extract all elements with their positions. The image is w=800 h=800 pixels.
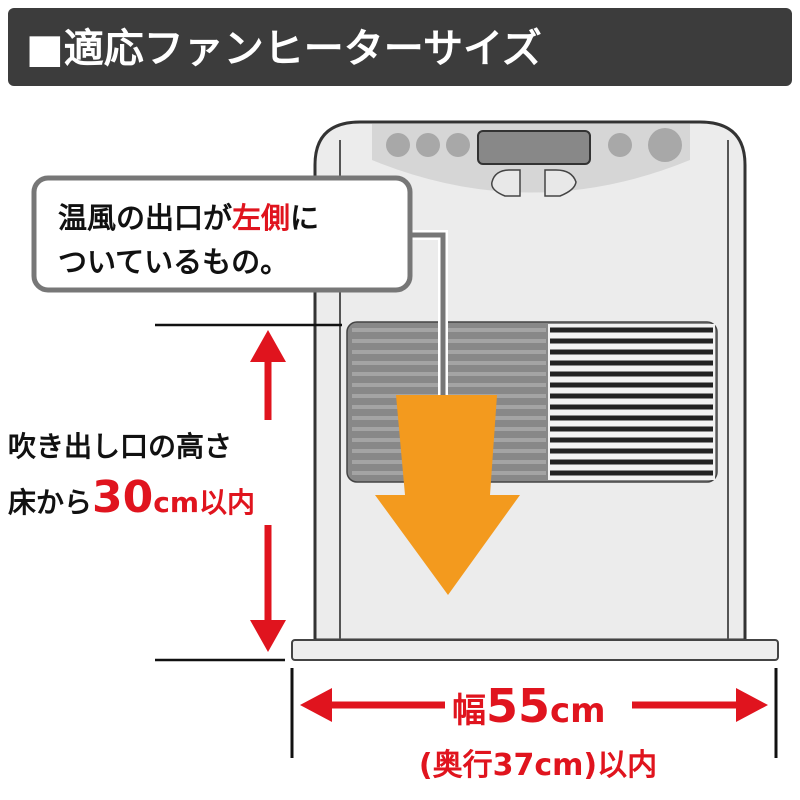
heater-base — [291, 639, 779, 661]
height-value: 30 — [92, 472, 153, 523]
height-unit: cm以内 — [153, 486, 255, 519]
arrow-right-icon — [736, 688, 768, 722]
svg-text:床から30cm以内: 床から30cm以内 — [8, 472, 255, 523]
callout-text: 温風の出口が — [58, 201, 232, 235]
control-button-icon — [416, 133, 440, 157]
control-button-icon — [446, 133, 470, 157]
right-button-icon — [544, 169, 577, 197]
width-dimension: 幅55cm (奥行37cm)以内 — [290, 668, 778, 783]
control-button-icon — [648, 128, 682, 162]
svg-text:幅55cm: 幅55cm — [452, 679, 606, 733]
height-label-prefix: 床から — [8, 486, 92, 519]
warm-air-arrow-icon — [375, 395, 520, 595]
left-button-icon — [491, 169, 521, 197]
control-button-icon — [608, 133, 632, 157]
width-value: 55 — [486, 679, 550, 733]
header-bar: ■適応ファンヒーターサイズ — [8, 8, 792, 86]
height-dimension: 吹き出し口の高さ 床から30cm以内 — [8, 323, 342, 662]
callout-highlight: 左側 — [232, 201, 290, 235]
callout-text: ついているもの。 — [58, 245, 289, 279]
depth-label: (奥行37cm)以内 — [419, 748, 657, 783]
arrow-down-icon — [250, 620, 286, 652]
header-title: ■適応ファンヒーターサイズ — [26, 26, 542, 72]
width-unit: cm — [550, 691, 606, 731]
height-label: 吹き出し口の高さ — [8, 430, 232, 463]
heater-illustration — [291, 120, 779, 661]
width-prefix: 幅 — [452, 691, 486, 731]
display-panel — [477, 130, 591, 165]
arrow-up-icon — [250, 330, 286, 362]
callout-box: 温風の出口が左側に ついているもの。 — [31, 175, 413, 293]
svg-text:温風の出口が左側に: 温風の出口が左側に — [58, 201, 319, 235]
control-button-icon — [386, 133, 410, 157]
callout-text: に — [290, 201, 319, 235]
arrow-left-icon — [300, 688, 332, 722]
